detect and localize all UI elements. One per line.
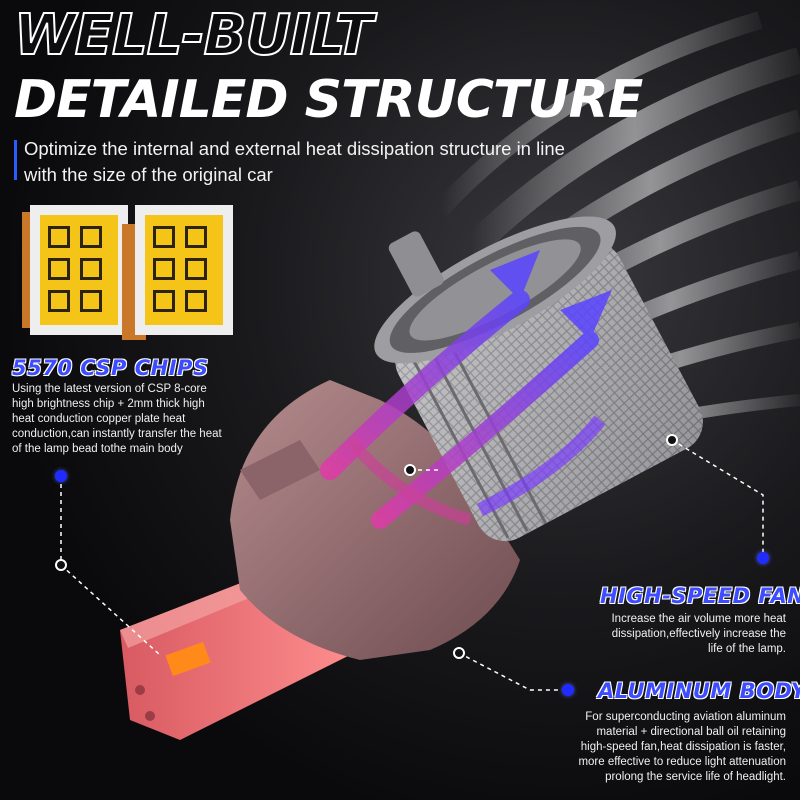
subtitle: Optimize the internal and external heat … xyxy=(24,136,604,188)
body-desc-line: high-speed fan,heat dissipation is faste… xyxy=(580,741,786,753)
body-desc-line: For superconducting aviation aluminum xyxy=(585,711,786,723)
body-desc-line: more effective to reduce light attenuati… xyxy=(578,756,786,768)
headline-line2: DETAILED STRUCTURE xyxy=(14,70,643,130)
core-anchor-dot-icon xyxy=(404,464,416,476)
subtitle-line1: Optimize the internal and external heat … xyxy=(24,138,565,159)
fan-callout-dot-icon xyxy=(757,552,769,564)
body-description: For superconducting aviation aluminum ma… xyxy=(520,710,786,785)
body-desc-line: material + directional ball oil retainin… xyxy=(596,726,786,738)
fan-desc-line: Increase the air volume more heat xyxy=(611,613,786,625)
chips-desc-line: Using the latest version of CSP 8-core xyxy=(12,383,207,395)
led-chip-right xyxy=(122,205,233,340)
chips-description: Using the latest version of CSP 8-core h… xyxy=(12,382,272,457)
fan-anchor-dot-icon xyxy=(666,434,678,446)
chips-desc-line: conduction,can instantly transfer the he… xyxy=(12,428,222,440)
chips-callout-dot-icon xyxy=(55,470,67,482)
fan-desc-line: life of the lamp. xyxy=(708,643,786,655)
body-desc-line: prolong the service life of headlight. xyxy=(605,771,786,783)
led-chip-left xyxy=(22,205,128,335)
chips-title: 5570 CSP CHIPS xyxy=(12,356,209,380)
body-callout-dot-icon xyxy=(562,684,574,696)
chips-desc-line: high brightness chip + 2mm thick high xyxy=(12,398,205,410)
chips-desc-line: heat conduction copper plate heat xyxy=(12,413,186,425)
body-anchor-dot-icon xyxy=(453,647,465,659)
subtitle-accent-bar xyxy=(14,140,17,180)
fan-title: HIGH-SPEED FAN xyxy=(600,584,800,608)
chips-anchor-dot-icon xyxy=(55,559,67,571)
chips-desc-line: of the lamp bead tothe main body xyxy=(12,443,183,455)
headline-line1: WELL-BUILT xyxy=(13,3,374,68)
fan-desc-line: dissipation,effectively increase the xyxy=(611,628,786,640)
fan-description: Increase the air volume more heat dissip… xyxy=(560,612,786,657)
body-title: ALUMINUM BODY xyxy=(598,679,800,703)
subtitle-line2: with the size of the original car xyxy=(24,164,273,185)
